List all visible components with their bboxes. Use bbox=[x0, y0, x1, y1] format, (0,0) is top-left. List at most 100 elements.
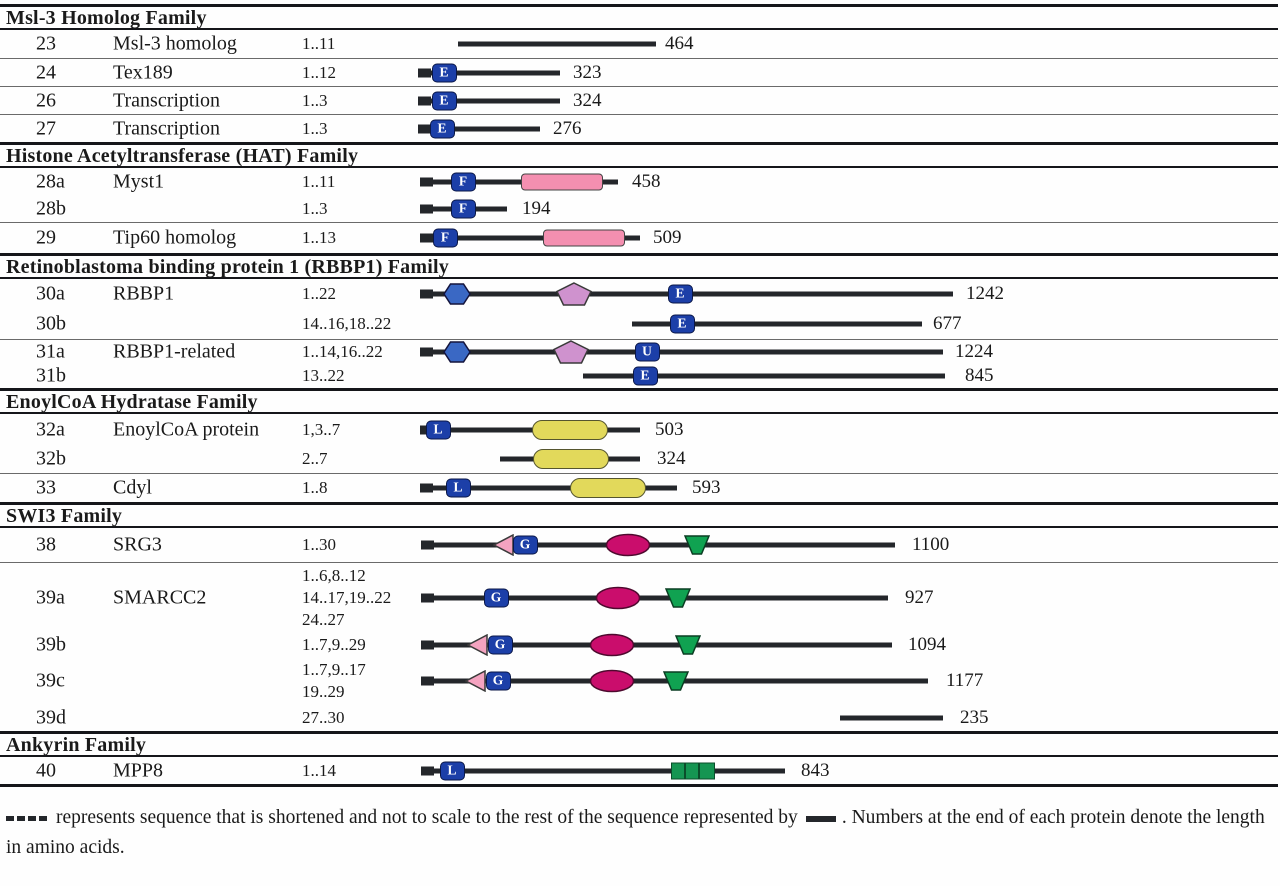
region-line: 1..7,9..17 bbox=[302, 660, 366, 679]
letter-domain-G: G bbox=[512, 535, 538, 555]
shortened-sequence-dash bbox=[420, 289, 433, 299]
ellipse-domain-icon bbox=[589, 669, 635, 693]
shortened-sequence-dash bbox=[418, 124, 431, 133]
protein-name: SRG3 bbox=[113, 533, 162, 556]
shortened-sequence-dash bbox=[418, 96, 431, 105]
length-label: 276 bbox=[553, 117, 582, 139]
row-id: 31b bbox=[36, 364, 66, 387]
protein-name: MPP8 bbox=[113, 759, 164, 781]
row-id: 39b bbox=[36, 633, 66, 656]
letter-domain-L: L bbox=[425, 420, 451, 439]
protein-name: Cdyl bbox=[113, 476, 152, 499]
sequence-bar bbox=[840, 715, 943, 721]
exon-regions: 1..11 bbox=[302, 171, 335, 193]
family-header: Histone Acetyltransferase (HAT) Family bbox=[0, 142, 1278, 168]
region-line: 1..7,9..29 bbox=[302, 635, 366, 654]
region-line: 1..14,16..22 bbox=[302, 342, 383, 361]
sequence-bar bbox=[423, 595, 888, 601]
ellipse-domain-icon bbox=[589, 633, 635, 657]
region-line: 14..17,19..22 bbox=[302, 588, 392, 607]
sequence-bar bbox=[423, 642, 892, 648]
letter-domain-E: E bbox=[667, 284, 693, 304]
triangle-domain-icon bbox=[491, 533, 514, 557]
length-label: 593 bbox=[692, 477, 721, 498]
region-line: 1..6,8..12 bbox=[302, 566, 366, 585]
sequence-bar bbox=[420, 98, 560, 103]
length-label: 323 bbox=[573, 61, 602, 83]
exon-regions: 1..3 bbox=[302, 118, 328, 140]
capsule-domain-icon bbox=[533, 449, 609, 469]
capsule-domain-icon bbox=[532, 419, 608, 440]
letter-domain-G: G bbox=[483, 588, 509, 608]
hexagon-domain-icon bbox=[443, 283, 471, 305]
exon-regions: 27..30 bbox=[302, 707, 345, 729]
exon-regions: 1,3..7 bbox=[302, 419, 340, 441]
letter-domain-E: E bbox=[632, 366, 658, 386]
full-length-sequence-icon bbox=[805, 815, 836, 822]
row-id: 31a bbox=[36, 340, 65, 363]
region-line: 1,3..7 bbox=[302, 419, 341, 439]
exon-regions: 1..13 bbox=[302, 227, 336, 249]
letter-domain-L: L bbox=[439, 761, 465, 780]
letter-domain-E: E bbox=[431, 63, 457, 82]
protein-name: SMARCC2 bbox=[113, 586, 207, 609]
region-line: 1..3 bbox=[302, 90, 328, 110]
sequence-bar bbox=[583, 373, 945, 379]
length-label: 677 bbox=[933, 313, 962, 334]
row-id: 39c bbox=[36, 669, 65, 692]
row-id: 38 bbox=[36, 533, 56, 556]
protein-name: RBBP1-related bbox=[113, 340, 236, 363]
row-id: 32a bbox=[36, 418, 65, 440]
capsule-domain-icon bbox=[570, 478, 646, 498]
length-label: 845 bbox=[965, 365, 994, 386]
exon-regions: 1..3 bbox=[302, 90, 328, 112]
exon-regions: 14..16,18..22 bbox=[302, 313, 391, 335]
length-label: 464 bbox=[665, 33, 694, 54]
trapezoid-domain-icon bbox=[674, 635, 702, 655]
sequence-bar bbox=[423, 542, 895, 548]
region-line: 1..3 bbox=[302, 118, 328, 138]
length-label: 1177 bbox=[946, 670, 984, 691]
letter-domain-F: F bbox=[450, 172, 476, 192]
protein-name: RBBP1 bbox=[113, 282, 175, 305]
protein-row-32a: 32a EnoylCoA protein 1,3..7 L 503 bbox=[0, 414, 1278, 445]
exon-regions: 1..12 bbox=[302, 62, 336, 84]
sequence-bar bbox=[422, 485, 677, 491]
letter-domain-G: G bbox=[485, 671, 511, 691]
shortened-sequence-dash bbox=[420, 483, 433, 493]
sequence-bar bbox=[420, 126, 540, 131]
length-label: 1100 bbox=[912, 534, 950, 555]
exon-regions: 1..14,16..22 bbox=[302, 341, 383, 363]
pentagon-domain-icon bbox=[556, 282, 592, 306]
length-label: 843 bbox=[801, 759, 830, 781]
trapezoid-domain-icon bbox=[664, 588, 692, 608]
length-label: 324 bbox=[657, 448, 686, 469]
length-label: 927 bbox=[905, 587, 934, 608]
letter-domain-G: G bbox=[487, 635, 513, 655]
shortened-sequence-icon bbox=[6, 803, 50, 833]
exon-regions: 1..11 bbox=[302, 33, 335, 55]
row-id: 28b bbox=[36, 197, 66, 220]
figure-caption: represents sequence that is shortened an… bbox=[6, 803, 1272, 863]
protein-name: EnoylCoA protein bbox=[113, 418, 260, 440]
exon-regions: 1..7,9..29 bbox=[302, 634, 366, 656]
length-label: 503 bbox=[655, 418, 684, 440]
row-id: 23 bbox=[36, 32, 56, 55]
length-label: 458 bbox=[632, 171, 661, 192]
caption-text-2: . Numbers at the end of each protein den… bbox=[6, 807, 1265, 858]
region-line: 1..11 bbox=[302, 34, 336, 53]
family-header: Msl-3 Homolog Family bbox=[0, 4, 1278, 30]
region-line: 27..30 bbox=[302, 708, 345, 727]
